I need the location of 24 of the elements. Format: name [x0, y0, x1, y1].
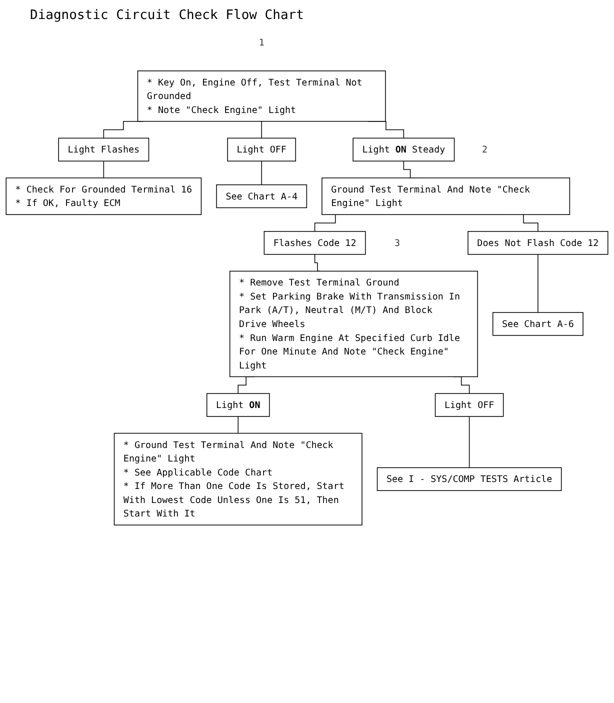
- node-label: 1: [258, 37, 264, 48]
- node-box: Light ON Steady: [352, 138, 455, 162]
- node-box: See I - SYS/COMP TESTS Article: [376, 467, 562, 491]
- node-box: See Chart A-6: [492, 312, 584, 336]
- node-box: Light OFF: [434, 393, 504, 417]
- node-label: 2: [482, 144, 488, 155]
- node-box: Flashes Code 12: [264, 231, 366, 255]
- node-box: See Chart A-4: [216, 184, 308, 208]
- node-box: Light OFF: [227, 138, 296, 162]
- node-box: * Check For Grounded Terminal 16 * If OK, Faulty ECM: [6, 178, 202, 215]
- node-label: 3: [394, 238, 400, 248]
- connector: [468, 416, 470, 468]
- connector: [261, 160, 262, 186]
- node-box: * Ground Test Terminal And Note "Check Engine" Light * See Applicable Code Chart * If More Than One Code Is Stored, Start With Lowest Code Unless One Is 51, Then Start With It: [114, 432, 362, 526]
- chart-title: Diagnostic Circuit Check Flow Chart: [30, 8, 304, 23]
- node-box: Ground Test Terminal And Note "Check Engine" Light: [322, 178, 570, 215]
- connector: [314, 254, 321, 272]
- node-box: Does Not Flash Code 12: [468, 231, 608, 255]
- node-box: Light ON: [206, 393, 270, 417]
- connector: [103, 160, 104, 178]
- connector: [261, 120, 262, 139]
- node-box: * Remove Test Terminal Ground * Set Parking Brake With Transmission In Park (A/T), Neutral (M/T) And Block Drive Wheels * Run Warm Engine At Specified Curb Idle For One Minute And Note "Check Engine" Light: [229, 270, 478, 378]
- node-box: Light Flashes: [58, 138, 150, 162]
- node-box: * Key On, Engine Off, Test Terminal Not Grounded * Note "Check Engine" Light: [137, 70, 386, 122]
